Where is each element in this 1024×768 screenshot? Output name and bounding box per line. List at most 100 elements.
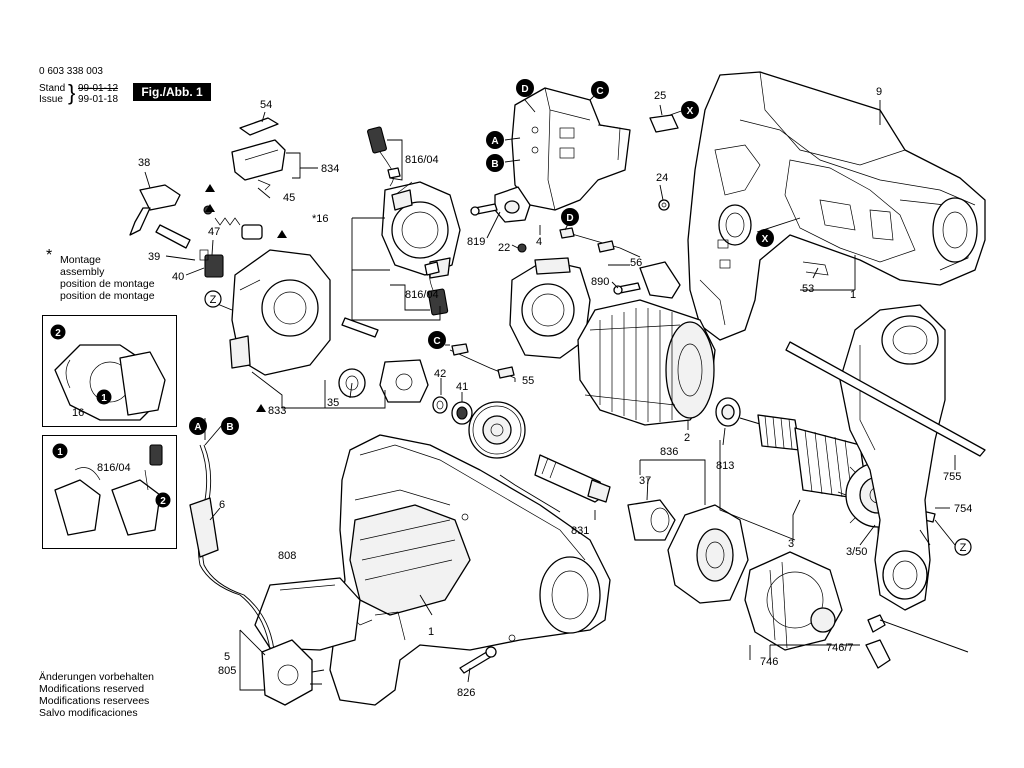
callout-x-top: X	[681, 101, 699, 119]
label-816-04-mid: 816/04	[405, 289, 439, 301]
gearbox-plate-833	[229, 249, 331, 376]
callout-b-switch: B	[486, 154, 504, 172]
label-826: 826	[457, 687, 475, 699]
part-labels: 54 834 45 38 47 *16 816/04 816/04 39 40 …	[72, 86, 972, 699]
figure-label: Fig./Abb. 1	[133, 83, 211, 101]
callout-d-top: D	[516, 79, 534, 97]
label-22: 22	[498, 242, 510, 254]
label-3: 3	[788, 538, 794, 550]
svg-text:1: 1	[57, 447, 63, 458]
callout-c-wire: C	[428, 331, 446, 349]
svg-text:Z: Z	[960, 542, 967, 554]
leader-lines	[144, 89, 956, 691]
switch-trigger-piece	[494, 186, 531, 223]
label-746-7: 746/7	[826, 642, 854, 654]
label-890: 890	[591, 276, 609, 288]
spindle-831	[534, 454, 611, 503]
issue-date: 99-01-18	[78, 94, 119, 105]
label-40: 40	[172, 271, 184, 283]
callout-1-inset1: 1	[96, 389, 112, 405]
callout-x-housing: X	[756, 229, 774, 247]
asterisk-mark: *	[46, 247, 53, 264]
svg-text:2: 2	[55, 328, 61, 339]
carbon-brush-upper	[367, 126, 401, 187]
inset-brush-insert-detail	[42, 435, 177, 549]
chuck-key-746-7	[865, 614, 969, 669]
label-1-body: 1	[428, 626, 434, 638]
label-35: 35	[327, 397, 339, 409]
cover-54	[231, 117, 286, 191]
svg-text:D: D	[566, 213, 573, 224]
label-746: 746	[760, 656, 778, 668]
inset-brush-holder-detail	[42, 315, 177, 427]
callout-a-switch: A	[486, 131, 504, 149]
drill-chuck-746	[744, 551, 843, 651]
depth-stop-rod-755	[785, 341, 986, 457]
label-38: 38	[138, 157, 150, 169]
label-41: 41	[456, 381, 468, 393]
stand-date: 99-01-12	[78, 83, 119, 94]
issue-label: Issue	[39, 94, 63, 105]
label-755: 755	[943, 471, 961, 483]
label-25: 25	[654, 90, 666, 102]
footer-line-4: Salvo modificaciones	[39, 707, 138, 719]
label-16-star: *16	[312, 213, 329, 225]
wire-c	[449, 343, 516, 379]
spur-gear	[468, 401, 526, 459]
svg-text:A: A	[491, 136, 498, 147]
label-5: 5	[224, 651, 230, 663]
svg-text:2: 2	[160, 496, 166, 507]
callout-1-inset2: 1	[52, 443, 68, 459]
label-2: 2	[684, 432, 690, 444]
svg-text:X: X	[762, 234, 769, 245]
stand-label: Stand	[39, 83, 66, 94]
label-1-top: 1	[850, 289, 856, 301]
clip-56	[639, 261, 681, 299]
motor-housing-1	[329, 434, 611, 706]
svg-text:1: 1	[101, 393, 107, 404]
label-6: 6	[219, 499, 225, 511]
ring-gear-836	[667, 504, 749, 604]
label-816-04-top: 816/04	[405, 154, 439, 166]
label-4: 4	[536, 236, 542, 248]
label-819: 819	[467, 236, 485, 248]
gear-41	[451, 401, 473, 425]
svg-text:C: C	[596, 86, 603, 97]
screw-890	[613, 282, 641, 295]
label-54: 54	[260, 99, 272, 111]
svg-text:Z: Z	[210, 294, 217, 306]
brush-holder-lower	[509, 257, 591, 359]
screw-22	[517, 243, 527, 253]
gear-pinion	[379, 359, 429, 403]
svg-text:D: D	[521, 84, 528, 95]
plug-805	[261, 639, 325, 706]
bearing-813	[715, 397, 741, 427]
svg-text:C: C	[433, 336, 440, 347]
label-37: 37	[639, 475, 651, 487]
callout-z-left: Z	[204, 290, 222, 308]
washer-42	[432, 396, 448, 414]
label-836: 836	[660, 446, 678, 458]
callout-z-right: Z	[954, 538, 972, 556]
brace-icon: }	[68, 80, 76, 105]
label-816-04-inset: 816/04	[97, 462, 131, 474]
brush-holder-16-upper	[381, 181, 461, 279]
label-9: 9	[876, 86, 882, 98]
label-53: 53	[802, 283, 814, 295]
svg-text:X: X	[687, 106, 694, 117]
assembly-note-line-3: position de montage	[60, 278, 155, 290]
label-42: 42	[434, 368, 446, 380]
label-754: 754	[954, 503, 972, 515]
washer-24	[658, 199, 670, 211]
assembly-note-line-2: assembly	[60, 266, 105, 278]
document-number: 0 603 338 003	[39, 66, 103, 77]
label-813: 813	[716, 460, 734, 472]
wire-d	[559, 227, 641, 258]
footer-line-3: Modifications reservees	[39, 695, 150, 707]
label-47: 47	[208, 226, 220, 238]
inset-1-drawing	[54, 344, 166, 421]
callout-2-inset2: 2	[155, 492, 171, 508]
bearing-sleeve-37	[627, 499, 676, 541]
spring-53	[802, 261, 829, 276]
